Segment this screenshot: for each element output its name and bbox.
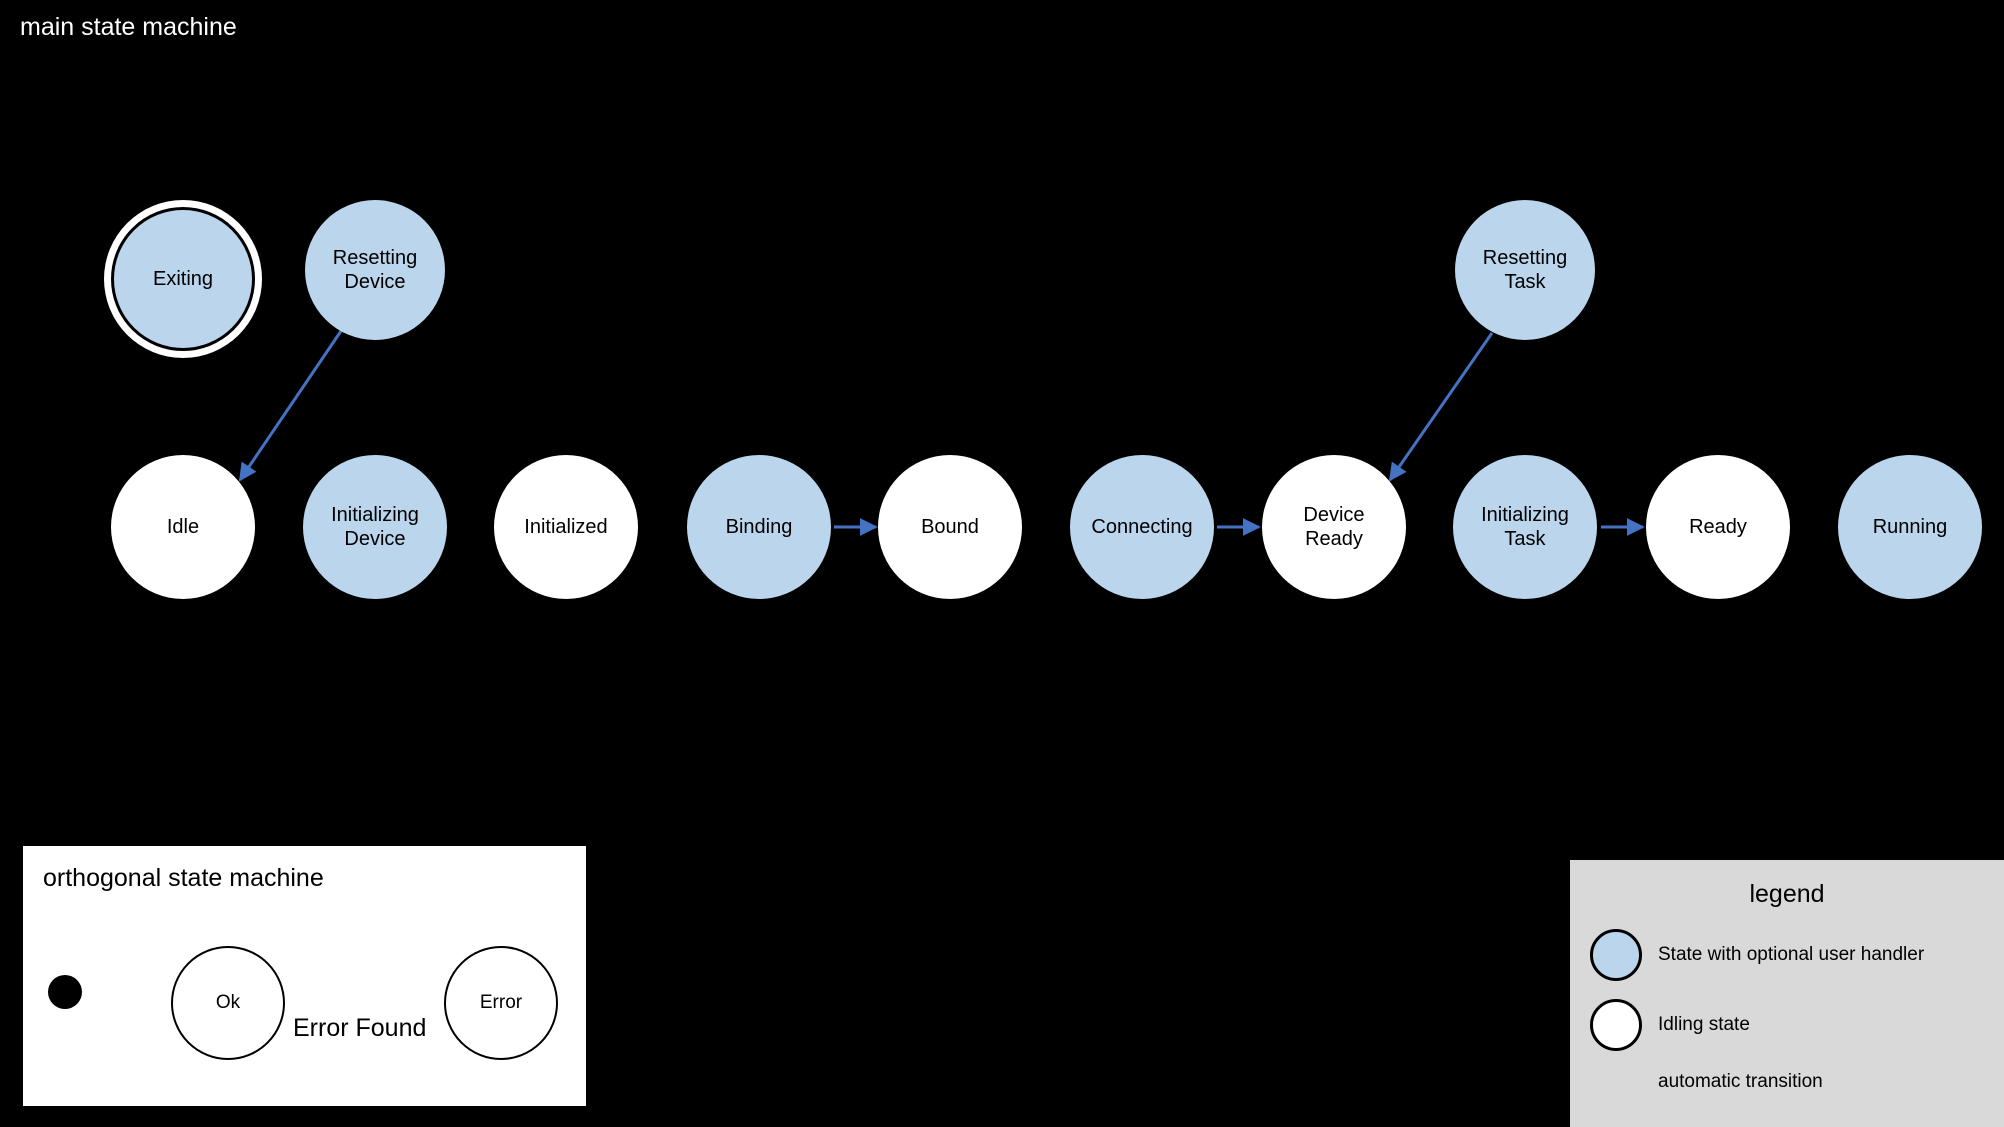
automatic-transition-arrow-slot — [1590, 1073, 1642, 1091]
page-title: main state machine — [20, 13, 237, 41]
legend-title: legend — [1749, 880, 1825, 908]
state-node-connecting[interactable]: Connecting — [1070, 455, 1214, 599]
state-node-device-ready[interactable]: Device Ready — [1262, 455, 1406, 599]
legend-label-handler-state: State with optional user handler — [1658, 944, 1925, 965]
orthogonal-state-label-error: Error — [479, 992, 523, 1013]
state-node-initializing-device[interactable]: Initializing Device — [303, 455, 447, 599]
state-label-resetting-device: Resetting Device — [332, 246, 418, 293]
legend-item-automatic-transition: automatic transition — [1590, 1071, 1823, 1093]
state-node-bound[interactable]: Bound — [878, 455, 1022, 599]
state-label-connecting: Connecting — [1091, 515, 1193, 538]
orthogonal-edge-label-error-found: Error Found — [293, 1014, 427, 1042]
orthogonal-state-node-ok[interactable]: Ok — [171, 946, 285, 1060]
state-node-exiting[interactable]: Exiting — [111, 207, 255, 351]
initial-state-dot-icon — [48, 975, 82, 1009]
orthogonal-state-label-ok: Ok — [215, 992, 241, 1013]
legend-label-idling-state: Idling state — [1658, 1014, 1750, 1035]
state-label-exiting: Exiting — [152, 267, 214, 290]
orthogonal-panel-title: orthogonal state machine — [43, 864, 324, 892]
state-label-binding: Binding — [725, 515, 793, 538]
state-node-initialized[interactable]: Initialized — [494, 455, 638, 599]
state-node-idle[interactable]: Idle — [111, 455, 255, 599]
legend-item-handler-state: State with optional user handler — [1590, 929, 1924, 981]
main-transitions — [238, 330, 1645, 536]
state-label-bound: Bound — [921, 515, 979, 538]
orthogonal-state-node-error[interactable]: Error — [444, 946, 558, 1060]
state-label-initializing-task: Initializing Task — [1481, 503, 1569, 550]
transition-resetting-task-to-device-ready — [1388, 332, 1494, 482]
legend-panel: legend State with optional user handler … — [1570, 860, 2004, 1127]
state-label-device-ready: Device Ready — [1303, 503, 1365, 550]
state-label-running: Running — [1872, 515, 1948, 538]
state-label-resetting-task: Resetting Task — [1482, 246, 1568, 293]
handler-state-circle-icon — [1590, 929, 1642, 981]
legend-item-idling-state: Idling state — [1590, 999, 1750, 1051]
state-label-idle: Idle — [166, 515, 200, 538]
state-node-resetting-device[interactable]: Resetting Device — [305, 200, 445, 340]
transition-resetting-device-to-idle — [238, 330, 343, 482]
state-node-ready[interactable]: Ready — [1646, 455, 1790, 599]
legend-label-automatic-transition: automatic transition — [1658, 1071, 1823, 1092]
state-node-running[interactable]: Running — [1838, 455, 1982, 599]
orthogonal-state-machine-panel: orthogonal state machine — [22, 845, 587, 1107]
state-node-resetting-task[interactable]: Resetting Task — [1455, 200, 1595, 340]
state-node-initializing-task[interactable]: Initializing Task — [1453, 455, 1597, 599]
idling-state-circle-icon — [1590, 999, 1642, 1051]
state-node-binding[interactable]: Binding — [687, 455, 831, 599]
state-label-initialized: Initialized — [524, 515, 608, 538]
state-label-ready: Ready — [1689, 515, 1747, 538]
state-label-initializing-device: Initializing Device — [331, 503, 419, 550]
